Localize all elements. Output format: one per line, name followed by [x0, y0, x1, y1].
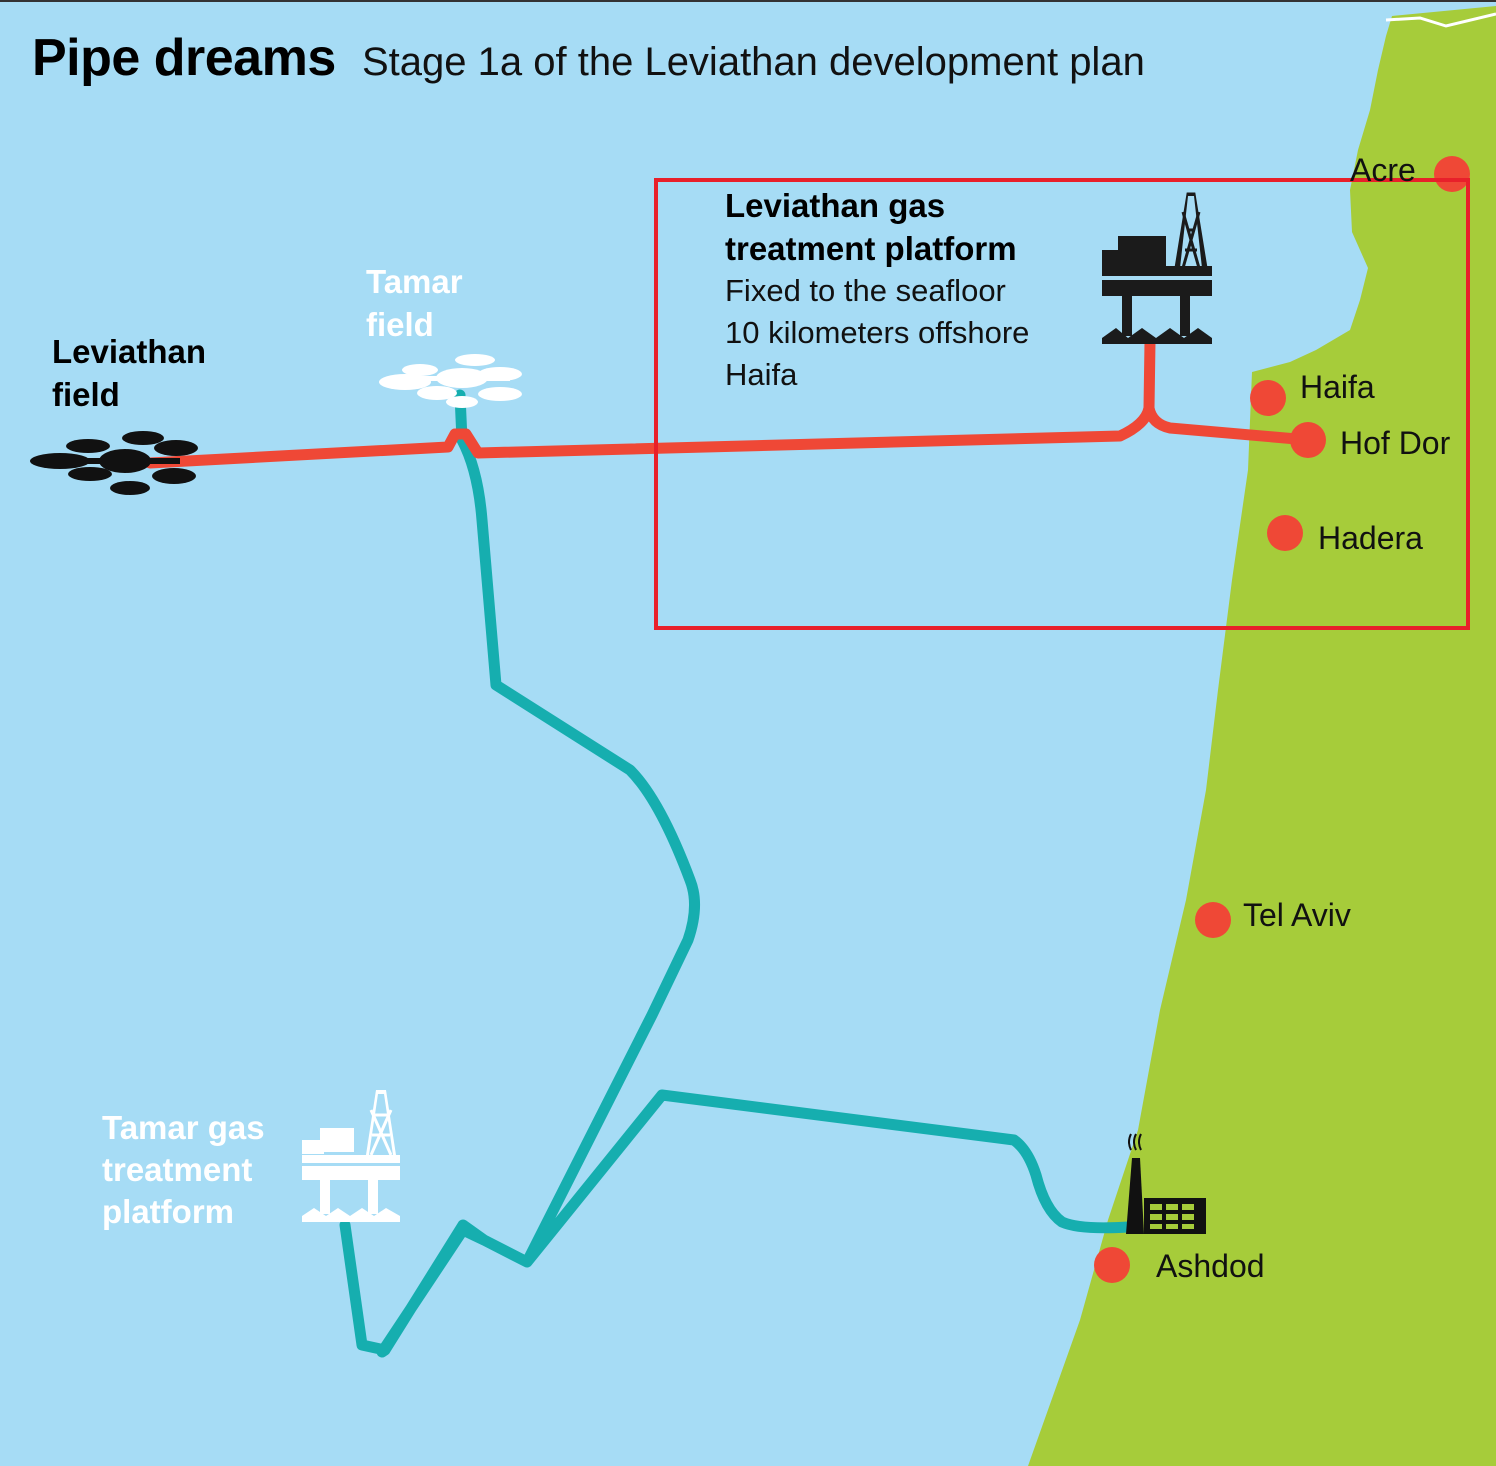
border-line [1385, 12, 1496, 28]
tamar-field-icon [379, 354, 522, 408]
city-label-haifa: Haifa [1300, 369, 1375, 405]
tamar-platform-label-line1: Tamar gas [102, 1109, 265, 1146]
tamar-platform-icon [302, 1090, 400, 1222]
city-marker-hof-dor [1290, 422, 1326, 458]
city-marker-tel-aviv [1195, 902, 1231, 938]
leviathan-platform-label: Leviathan gas treatment platform Fixed t… [725, 184, 1029, 396]
tamar-pipeline [339, 389, 1134, 1358]
leviathan-platform-title-line1: Leviathan gas [725, 187, 946, 224]
map-title: Pipe dreams [32, 29, 336, 87]
tamar-field-label-line1: Tamar [366, 263, 463, 300]
leviathan-pipeline [144, 336, 1314, 469]
leviathan-platform-icon [1102, 192, 1212, 344]
city-label-ashdod: Ashdod [1156, 1248, 1265, 1284]
leviathan-platform-desc-line1: Fixed to the seafloor [725, 273, 1006, 308]
city-marker-acre [1434, 156, 1470, 192]
leviathan-platform-desc-line3: Haifa [725, 357, 798, 392]
tamar-field-label-line2: field [366, 306, 434, 343]
city-marker-haifa [1250, 380, 1286, 416]
tamar-platform-label-line2: treatment [102, 1151, 253, 1188]
tamar-platform-label: Tamar gas treatment platform [102, 1107, 265, 1233]
city-label-tel-aviv: Tel Aviv [1243, 897, 1351, 933]
leviathan-field-icon [30, 431, 198, 495]
coastline-land [1028, 6, 1496, 1466]
leviathan-field-label-line1: Leviathan [52, 333, 207, 370]
callout-box [654, 178, 1470, 630]
city-label-hof-dor: Hof Dor [1340, 425, 1451, 461]
top-border [0, 0, 1496, 2]
tamar-platform-label-line3: platform [102, 1193, 234, 1230]
city-label-hadera: Hadera [1318, 520, 1423, 556]
leviathan-platform-title-line2: treatment platform [725, 230, 1017, 267]
city-marker-ashdod [1094, 1247, 1130, 1283]
leviathan-field-label: Leviathan field [52, 330, 206, 416]
city-marker-hadera [1267, 515, 1303, 551]
tamar-field-label: Tamar field [366, 260, 463, 346]
city-label-acre: Acre [1350, 152, 1416, 188]
power-plant-icon [1126, 1133, 1206, 1234]
map-subtitle: Stage 1a of the Leviathan development pl… [362, 40, 1145, 84]
leviathan-platform-desc-line2: 10 kilometers offshore [725, 315, 1030, 350]
leviathan-field-label-line2: field [52, 376, 120, 413]
